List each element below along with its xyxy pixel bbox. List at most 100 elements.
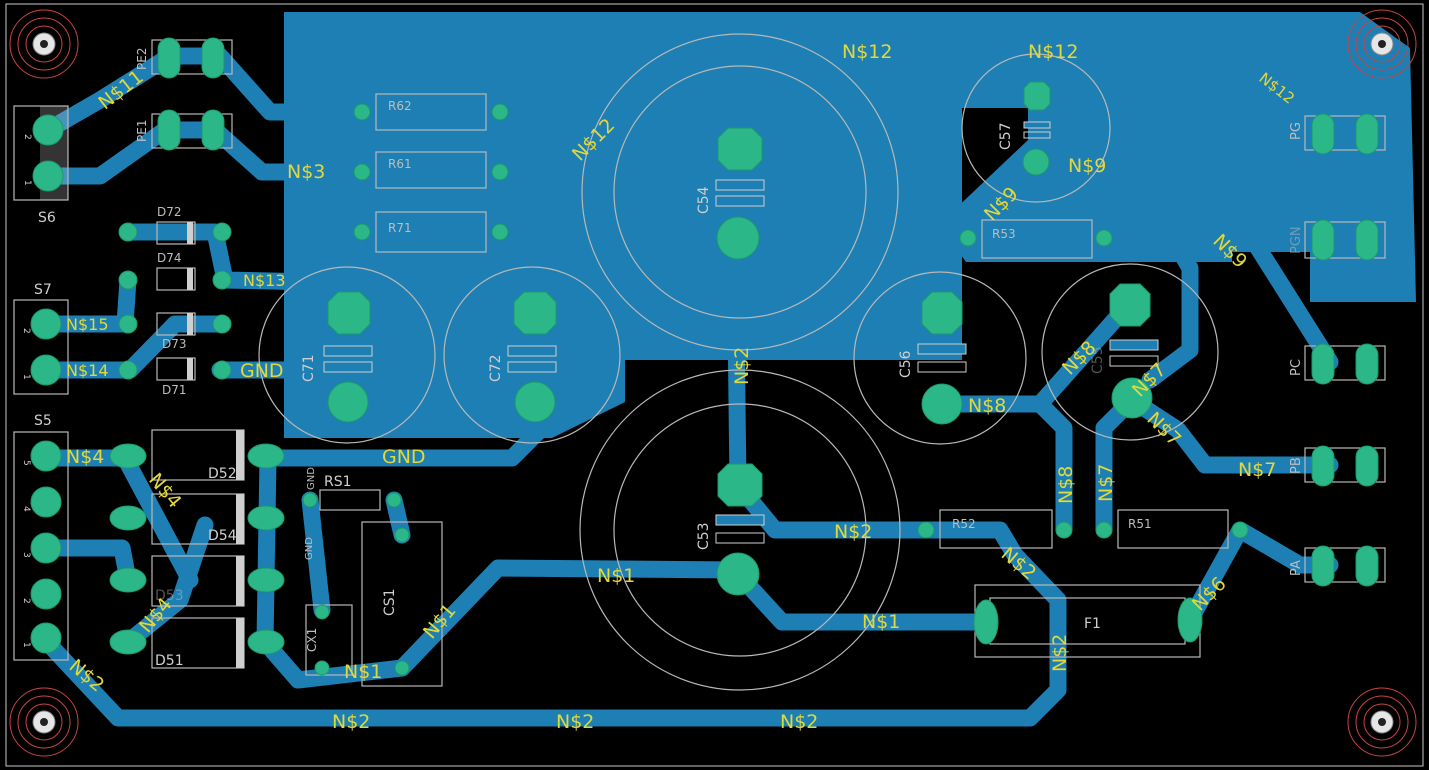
pin-number: 2 (21, 328, 31, 334)
board-outline (5, 3, 1424, 767)
net-label: N$9 (1068, 155, 1106, 177)
c71-outline (258, 266, 436, 444)
d73-outline (156, 312, 196, 336)
trace-n4-c (119, 516, 214, 651)
trace-n2-main (36, 476, 1067, 727)
designator: R71 (388, 221, 412, 235)
net-label: N$13 (243, 271, 286, 290)
cx1-outline (305, 604, 353, 676)
pgn-outline (1304, 221, 1386, 259)
pad-c54-gnd (717, 127, 763, 171)
pe1-outline (151, 113, 233, 149)
r53-outline (981, 219, 1093, 259)
net-label: N$1 (344, 661, 382, 683)
net-label: N$15 (66, 315, 109, 334)
s5-outline (13, 431, 69, 661)
pc-outline (1304, 345, 1386, 381)
designator: R52 (952, 517, 976, 531)
designator: R51 (1128, 517, 1152, 531)
c55-outline (1041, 263, 1219, 441)
designator: D72 (157, 205, 182, 219)
designator: PB (1289, 457, 1304, 474)
pad-c57-n9 (1022, 148, 1050, 176)
pad-c53-n2 (717, 463, 763, 507)
trace-cx (301, 491, 331, 619)
pin-number: 3 (21, 552, 31, 558)
designator: D54 (208, 528, 237, 544)
net-label: N$7 (1095, 464, 1117, 502)
pad-c72-n12 (513, 291, 557, 335)
pin-number: 4 (21, 506, 31, 512)
net-label: N$2 (834, 521, 872, 543)
pads (30, 37, 1379, 676)
mounting-hole-tr (1347, 9, 1417, 79)
pad-c57-gnd (1023, 81, 1051, 111)
designator: S6 (38, 210, 56, 226)
net-label: N$8 (1055, 466, 1077, 504)
d74-outline (156, 267, 196, 291)
trace-n9-b (1095, 229, 1199, 389)
r62-outline (375, 93, 487, 131)
mounting-hole-tl (9, 9, 79, 79)
designator: D73 (162, 337, 187, 351)
mounting-hole-br (1347, 687, 1417, 757)
designator: D52 (208, 466, 237, 482)
d71-outline (156, 357, 196, 381)
pad-c71-gnd (327, 381, 369, 423)
pg-outline (1304, 115, 1386, 151)
copper-pour (284, 12, 1416, 438)
designator: D51 (155, 653, 184, 669)
trace-n12-b (489, 223, 549, 321)
s6-outline (13, 105, 69, 201)
designator: C54 (696, 186, 712, 214)
net-label: N$8 (968, 395, 1006, 417)
designator: PA (1289, 560, 1304, 576)
net-label: N$2 (556, 711, 594, 733)
trace-n3 (39, 121, 394, 185)
trace-n1-a (393, 559, 747, 677)
net-label: N$1 (597, 565, 635, 587)
trace-n11 (39, 47, 374, 139)
designator: PE1 (135, 120, 149, 142)
designator: C55 (1090, 346, 1106, 374)
c57-outline (961, 53, 1111, 203)
c72-outline (443, 266, 621, 444)
trace-n2-vert (726, 229, 747, 494)
c56-outline (853, 271, 1027, 445)
pa-outline (1304, 547, 1386, 583)
designator: S5 (34, 413, 52, 429)
designator: C57 (998, 122, 1014, 150)
designators: S6 S7 S5 D72 D74 D73 D71 D52 D54 D53 D51… (34, 48, 1304, 669)
net-label: N$7 (1238, 459, 1276, 481)
trace-rail (256, 449, 277, 651)
trace-n1-b (729, 565, 997, 631)
pin-number: 2 (21, 598, 31, 604)
designator: CS1 (382, 588, 398, 616)
net-label: N$2 (1049, 634, 1071, 672)
pad-c71-n13 (327, 291, 371, 335)
net-label: N$2 (332, 711, 370, 733)
net-label: GND (240, 360, 284, 382)
designator: PGN (1289, 226, 1304, 254)
trace-n9-a (959, 153, 1339, 371)
net-label: GND (382, 446, 426, 468)
designator: C71 (301, 354, 317, 382)
trace-n14 (36, 315, 229, 379)
c53-outline (579, 369, 901, 691)
trace-gnd-b (259, 421, 549, 467)
pad-c54-n2 (716, 216, 760, 260)
designator: C53 (696, 522, 712, 550)
net-label: N$2 (780, 711, 818, 733)
designator: GND (306, 467, 317, 490)
pin-numbers: 2 1 2 1 5 4 3 2 1 (21, 134, 32, 648)
designator: R53 (992, 227, 1016, 241)
designator: RS1 (324, 474, 352, 490)
pe2-outline (151, 39, 233, 75)
designator: S7 (34, 282, 52, 298)
pin-number: 1 (21, 642, 31, 648)
net-label: N$11 (94, 66, 147, 114)
designator: PC (1289, 359, 1304, 376)
designator: C72 (488, 354, 504, 382)
net-label: N$2 (731, 347, 753, 385)
pin-number: 1 (21, 374, 31, 380)
